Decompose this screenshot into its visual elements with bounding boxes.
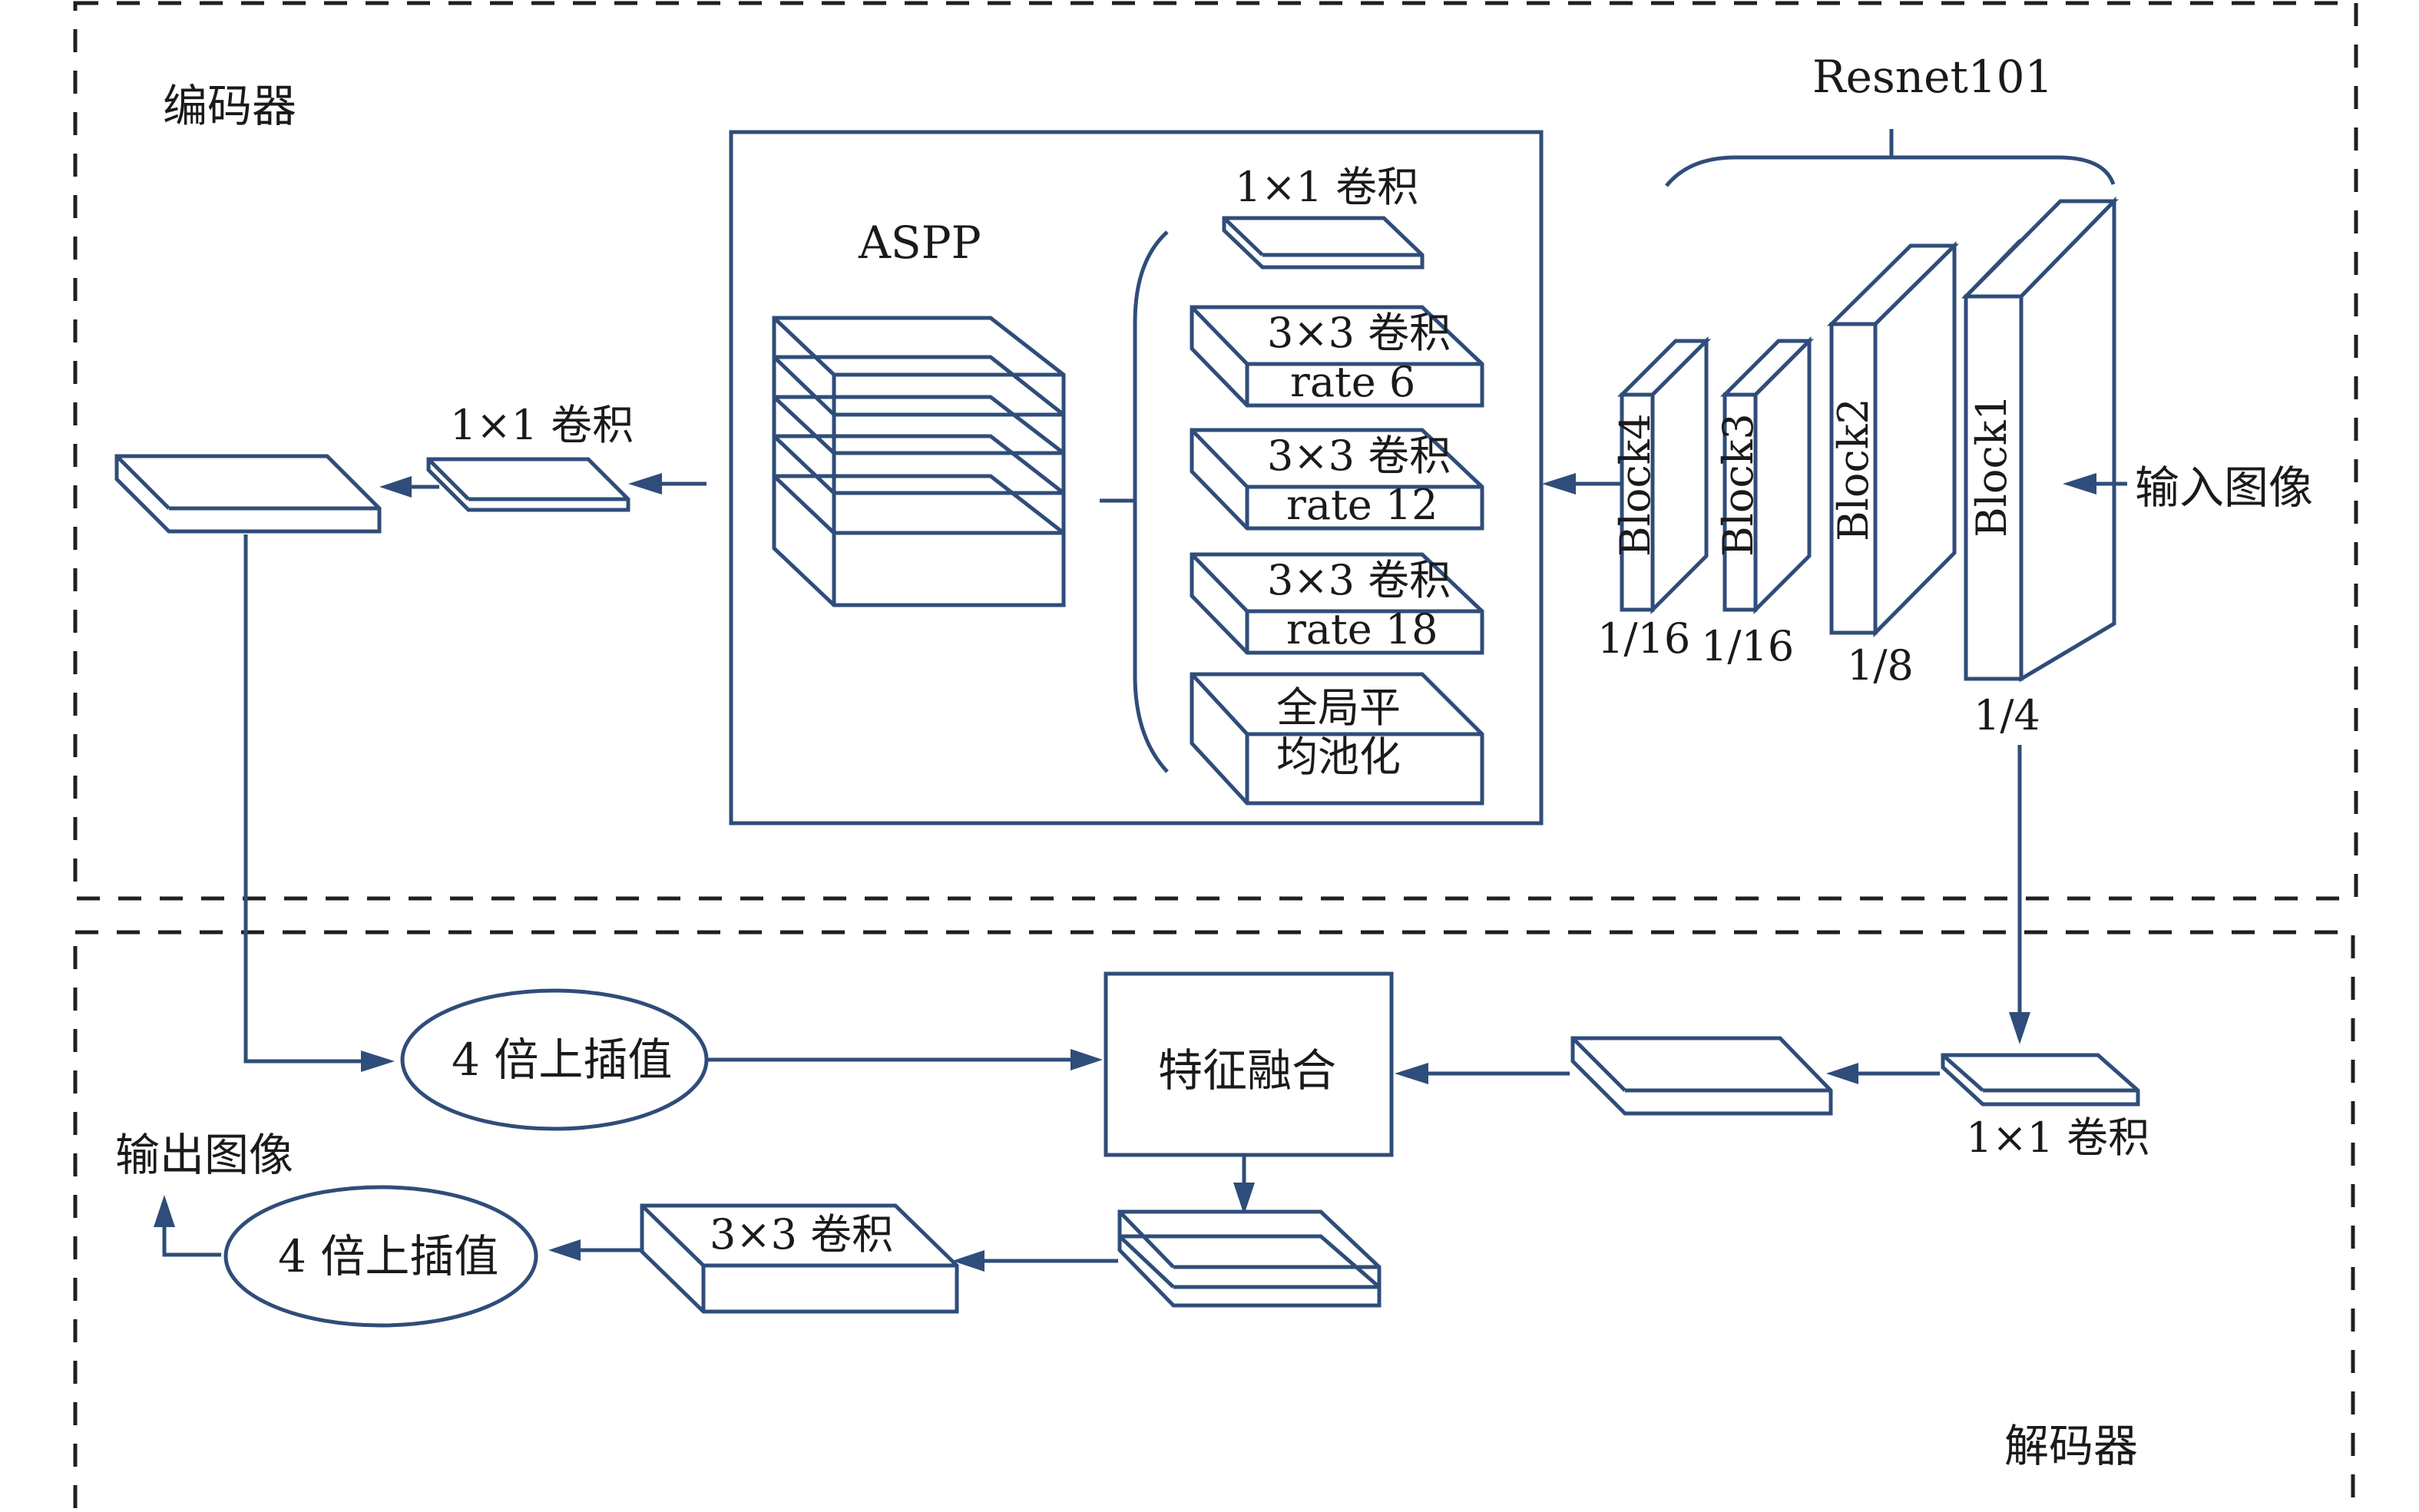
- block4: Block4 1/16: [1597, 336, 1712, 663]
- decoder-conv1x1-label: 1×1 卷积: [1966, 1113, 2149, 1162]
- block3-scale: 1/16: [1701, 622, 1794, 670]
- aspp-to-conv1x1-arrow: [628, 473, 707, 495]
- upsample-top-label: 4 倍上插值: [452, 1034, 672, 1086]
- output-image-label: 输出图像: [115, 1129, 293, 1181]
- aspp-branch-rate6-rate: rate 6: [1290, 358, 1415, 406]
- resnet-title: Resnet101: [1812, 51, 2053, 103]
- feature-fusion-box: [1104, 971, 1394, 1157]
- aspp-branch-rate12: 3×3 卷积 rate 12: [1190, 428, 1484, 531]
- aspp-branch-rate6-op: 3×3 卷积: [1267, 309, 1451, 357]
- resnet-brace: [1665, 155, 2116, 187]
- input-arrow: [2063, 473, 2127, 495]
- aspp-branch-rate12-rate: rate 12: [1286, 481, 1438, 529]
- encoder-conv1x1-block: [426, 457, 630, 512]
- encoder-label: 编码器: [163, 80, 296, 132]
- decoder-conv1x1-to-feature-arrow: [1826, 1063, 1940, 1084]
- block1-scale: 1/4: [1974, 691, 2040, 739]
- conv3x3-to-upsample-arrow: [548, 1239, 640, 1261]
- block2-scale: 1/8: [1847, 641, 1914, 690]
- upsample-top-ellipse: [400, 988, 709, 1131]
- upsample-bottom-ellipse: [223, 1185, 538, 1328]
- block3: Block3 1/16: [1701, 336, 1815, 670]
- aspp-branch-global-pool: 全局平 均池化: [1190, 672, 1484, 806]
- aspp-branch-global-pool-line2: 均池化: [1276, 733, 1401, 781]
- aspp-branch-rate18-rate: rate 18: [1286, 605, 1438, 653]
- block1: Block1 1/4: [1961, 196, 2119, 739]
- decoder-conv3x3-label: 3×3 卷积: [710, 1210, 893, 1259]
- upsample-to-fusion-arrow: [708, 1049, 1103, 1070]
- block1-label: Block1: [1967, 394, 2016, 538]
- block4-to-aspp-arrow: [1542, 473, 1622, 495]
- aspp-branch-rate18: 3×3 卷积 rate 18: [1190, 552, 1484, 655]
- block3-label: Block3: [1714, 413, 1762, 557]
- aspp-branch-rate18-op: 3×3 卷积: [1267, 556, 1451, 604]
- decoder-label: 解码器: [2004, 1420, 2138, 1472]
- decoder-frame: [73, 930, 2355, 1512]
- decoder-concat-features: [1117, 1209, 1382, 1308]
- aspp-title: ASPP: [858, 217, 981, 269]
- encoder-frame: [73, 1, 2358, 901]
- output-arrow: [154, 1195, 221, 1257]
- aspp-stacked-features: [772, 316, 1066, 607]
- block2-label: Block2: [1829, 398, 1878, 541]
- decoder-conv1x1-block: [1941, 1053, 2140, 1107]
- aspp-branch-rate12-op: 3×3 卷积: [1267, 432, 1451, 480]
- upsample-bottom-label: 4 倍上插值: [278, 1230, 498, 1282]
- decoder-conv3x3-block: 3×3 卷积: [640, 1203, 959, 1314]
- encoder-conv1x1-label: 1×1 卷积: [450, 401, 634, 449]
- block4-scale: 1/16: [1597, 614, 1690, 663]
- decoder-lowlevel-feature: [1570, 1036, 1833, 1116]
- aspp-branch-rate6: 3×3 卷积 rate 6: [1190, 305, 1484, 408]
- fusion-to-concat-arrow: [1233, 1156, 1255, 1215]
- encoder-output-feature: [114, 454, 382, 534]
- block2: Block2 1/8: [1826, 241, 1960, 690]
- aspp-branch-1x1: 1×1 卷积: [1222, 163, 1425, 270]
- encoder-output-to-upsample-arrow: [243, 534, 395, 1072]
- aspp-branch-1x1-label: 1×1 卷积: [1235, 163, 1418, 211]
- aspp-branch-global-pool-line1: 全局平: [1276, 683, 1401, 732]
- concat-to-conv3x3-arrow: [952, 1250, 1118, 1272]
- block1-to-decoder-arrow: [2009, 745, 2030, 1044]
- lowlevel-to-fusion-arrow: [1395, 1063, 1570, 1084]
- input-image-label: 输入图像: [2135, 462, 2313, 514]
- conv1x1-to-encoder-output-arrow: [379, 476, 439, 498]
- feature-fusion-label: 特征融合: [1158, 1044, 1336, 1097]
